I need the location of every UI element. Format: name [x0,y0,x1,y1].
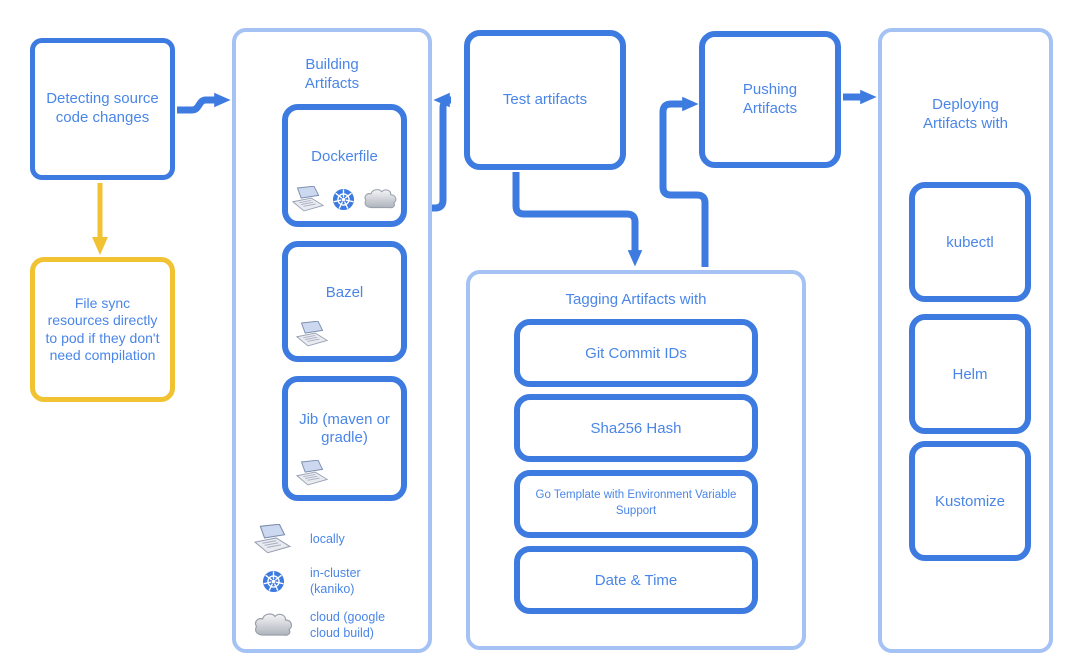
helm-node: Helm [909,314,1031,434]
legend-item-locally: locally [252,524,406,554]
tagging-artifacts-title: Tagging Artifacts with [565,291,707,308]
laptop-icon [296,321,329,347]
tag-label: Git Commit IDs [585,344,687,362]
dockerfile-icons [288,186,401,212]
deploying-artifacts-container: Deploying Artifacts with kubectl Helm Ku… [878,28,1053,653]
legend-item-cloud: cloud (google cloud build) [252,609,406,642]
pushing-artifacts-label: Pushing Artifacts [742,80,798,117]
kubernetes-icon [262,570,285,593]
kubernetes-icon [332,188,355,211]
bazel-label: Bazel [325,283,364,301]
cloud-icon [362,187,398,211]
test-artifacts-label: Test artifacts [502,90,588,108]
test-artifacts-node: Test artifacts [464,30,626,170]
legend-label: cloud (google cloud build) [310,609,386,640]
bazel-node: Bazel [282,241,407,362]
file-sync-label: File sync resources directly to pod if t… [45,294,160,364]
cloud-icon [252,611,294,639]
legend-label: locally [310,531,345,546]
jib-node: Jib (maven or gradle) [282,376,407,501]
tag-label: Date & Time [594,571,678,589]
legend-label: in-cluster (kaniko) [310,566,361,597]
building-artifacts-title: Building Artifacts [304,56,360,92]
laptop-icon [296,460,329,486]
bazel-icons [288,321,329,347]
tagging-artifacts-container: Tagging Artifacts with Git Commit IDs Sh… [466,270,806,650]
building-artifacts-container: Building Artifacts Dockerfile Bazel Jib … [232,28,432,653]
jib-label: Jib (maven or gradle) [299,411,390,447]
tag-go-template-node: Go Template with Environment Variable Su… [514,470,758,538]
arrow-test-to-tagging [512,172,643,267]
arrow-detect-to-building [177,92,231,114]
kustomize-node: Kustomize [909,441,1031,561]
detect-source-label: Detecting source code changes [46,90,159,126]
dockerfile-node: Dockerfile [282,104,407,227]
tag-sha256-node: Sha256 Hash [514,394,758,462]
laptop-icon [292,186,325,212]
detect-source-node: Detecting source code changes [30,38,175,180]
tag-label: Go Template with Environment Variable Su… [535,489,737,517]
dockerfile-label: Dockerfile [311,147,378,165]
jib-icons [288,460,329,486]
deploy-label: kubectl [946,233,994,251]
legend-item-in-cluster: in-cluster (kaniko) [252,565,406,598]
tag-git-commit-node: Git Commit IDs [514,319,758,387]
pushing-artifacts-node: Pushing Artifacts [699,31,841,168]
build-legend: locally in-cluster (kaniko) cloud (googl… [252,524,406,641]
file-sync-node: File sync resources directly to pod if t… [30,257,175,402]
laptop-icon [254,524,292,554]
deploy-label: Helm [952,365,988,383]
tag-date-time-node: Date & Time [514,546,758,614]
arrow-building-to-test [432,92,452,212]
tag-label: Sha256 Hash [590,419,682,437]
deploying-artifacts-title: Deploying Artifacts with [922,96,1009,132]
kubectl-node: kubectl [909,182,1031,302]
deploy-label: Kustomize [934,492,1006,510]
arrow-tagging-to-pushing [659,96,709,267]
